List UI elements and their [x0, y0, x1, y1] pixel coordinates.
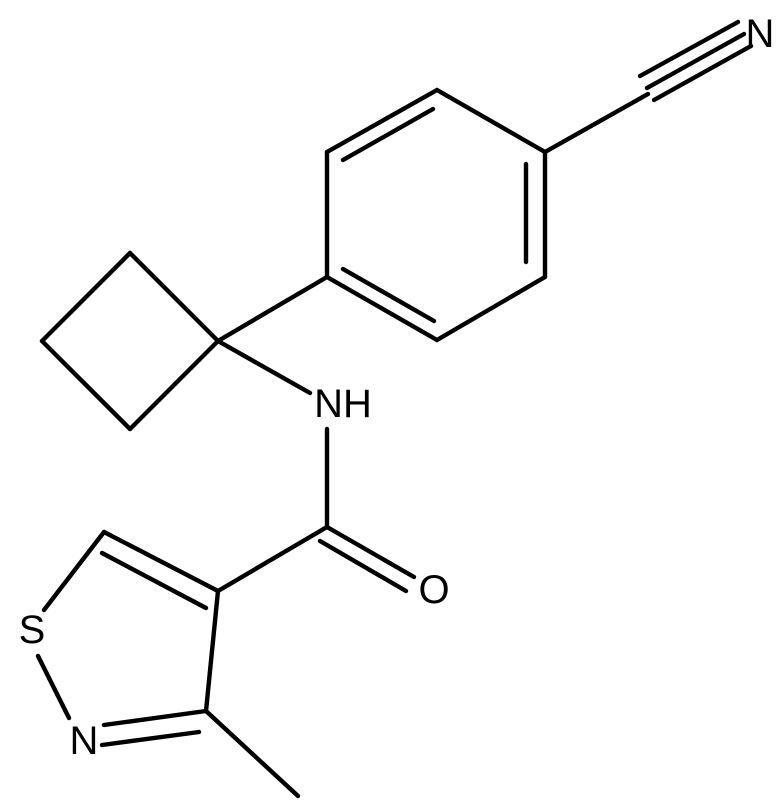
benzene-ring	[324, 87, 548, 343]
isothiazole-ring	[35, 529, 301, 799]
benzene-inner-bond-2	[340, 266, 437, 324]
cyclobutane-bond-2	[39, 250, 133, 344]
isothiazole-bond-c3-c4	[203, 588, 221, 714]
bond-cn-triple-1	[637, 19, 741, 79]
isothiazole-bond-s-n	[35, 653, 72, 721]
amide-group	[215, 426, 417, 594]
isothiazole-bond-c5-s	[41, 529, 107, 613]
bond-aryl-cyclobutyl	[215, 274, 330, 344]
cyclobutane-bond-4	[127, 338, 221, 432]
benzene-bond-2	[324, 87, 440, 155]
atom-label-nitrile-nitrogen: N	[746, 12, 775, 56]
bond-aryl-nitrile-carbon	[542, 91, 651, 155]
cyclobutane-bond-1	[127, 250, 221, 344]
atom-labels: N NH O S N	[19, 12, 775, 763]
atom-label-ring-sulfur: S	[19, 608, 46, 652]
atom-label-amide-nh: NH	[314, 382, 372, 426]
benzene-inner-bond-1	[340, 106, 436, 163]
bond-carbonyl-isothiazole	[215, 524, 330, 594]
cyclobutane-bond-3	[39, 338, 133, 432]
benzene-bond-1	[434, 87, 548, 155]
isothiazole-inner-bond-c4-c5	[99, 550, 209, 611]
bond-co-double-1	[324, 524, 417, 580]
isothiazole-bond-c4-c5	[101, 529, 221, 594]
bond-cn-triple-3	[651, 43, 754, 103]
bond-methyl	[203, 708, 301, 799]
bond-co-double-2	[317, 538, 409, 594]
benzene-bond-5	[434, 274, 548, 343]
benzene-bond-4	[324, 274, 440, 343]
nitrile-group	[542, 19, 754, 155]
cyclobutane-ring	[39, 250, 330, 432]
bond-cn-triple-2	[644, 31, 747, 91]
atom-label-ring-nitrogen: N	[70, 719, 99, 763]
atom-label-carbonyl-oxygen: O	[418, 568, 449, 612]
isothiazole-inner-bond-n-c3	[99, 729, 202, 748]
isothiazole-bond-n-c3	[101, 708, 209, 728]
bond-cyclobutyl-nh	[215, 338, 313, 396]
